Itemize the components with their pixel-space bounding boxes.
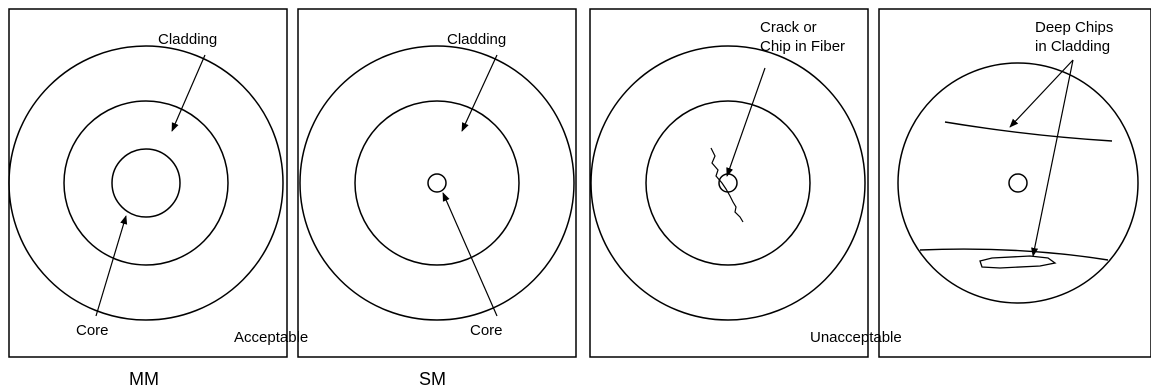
deep-chips-label-line2: in Cladding (1035, 38, 1110, 55)
chip-arrow-lower (1031, 59, 1074, 257)
outer-ring (590, 45, 866, 321)
outer-ring (897, 62, 1139, 304)
cladding-ring (354, 100, 520, 266)
crack-label-line1: Crack or (760, 19, 817, 36)
outer-ring (299, 45, 575, 321)
core-circle (427, 173, 447, 193)
core-arrow (442, 192, 498, 317)
crack-line (710, 147, 744, 223)
panel-sm: Cladding Core (297, 8, 577, 358)
panel-mm: Cladding Core (8, 8, 288, 358)
crack-arrow (726, 67, 766, 177)
panel-crack-frame (589, 8, 869, 358)
core-circle (111, 148, 181, 218)
chip-arrow-upper (1009, 59, 1074, 128)
outer-ring (8, 45, 284, 321)
crack-label-line2: Chip in Fiber (760, 38, 845, 55)
deep-chips-label-line1: Deep Chips (1035, 19, 1113, 36)
core-arrow (95, 215, 128, 317)
unacceptable-label: Unacceptable (810, 329, 902, 346)
cladding-label: Cladding (158, 31, 217, 48)
panel-deep-chips: Deep Chips in Cladding (878, 8, 1151, 358)
chip-blob (979, 255, 1057, 269)
panel-mm-frame (8, 8, 288, 358)
cladding-label: Cladding (447, 31, 506, 48)
core-circle (1008, 173, 1028, 193)
panel-deep-chips-frame (878, 8, 1151, 358)
caption-sm: SM (419, 369, 446, 389)
caption-mm: MM (129, 369, 159, 389)
cladding-arrow (461, 54, 498, 132)
panel-sm-frame (297, 8, 577, 358)
panel-crack: Crack or Chip in Fiber (589, 8, 869, 358)
acceptable-label: Acceptable (234, 329, 308, 346)
chip-line-lower (919, 248, 1109, 261)
core-label: Core (76, 322, 109, 339)
core-label: Core (470, 322, 503, 339)
cladding-arrow (171, 54, 206, 132)
cladding-ring (63, 100, 229, 266)
chip-line-upper (944, 121, 1113, 142)
cladding-ring (645, 100, 811, 266)
